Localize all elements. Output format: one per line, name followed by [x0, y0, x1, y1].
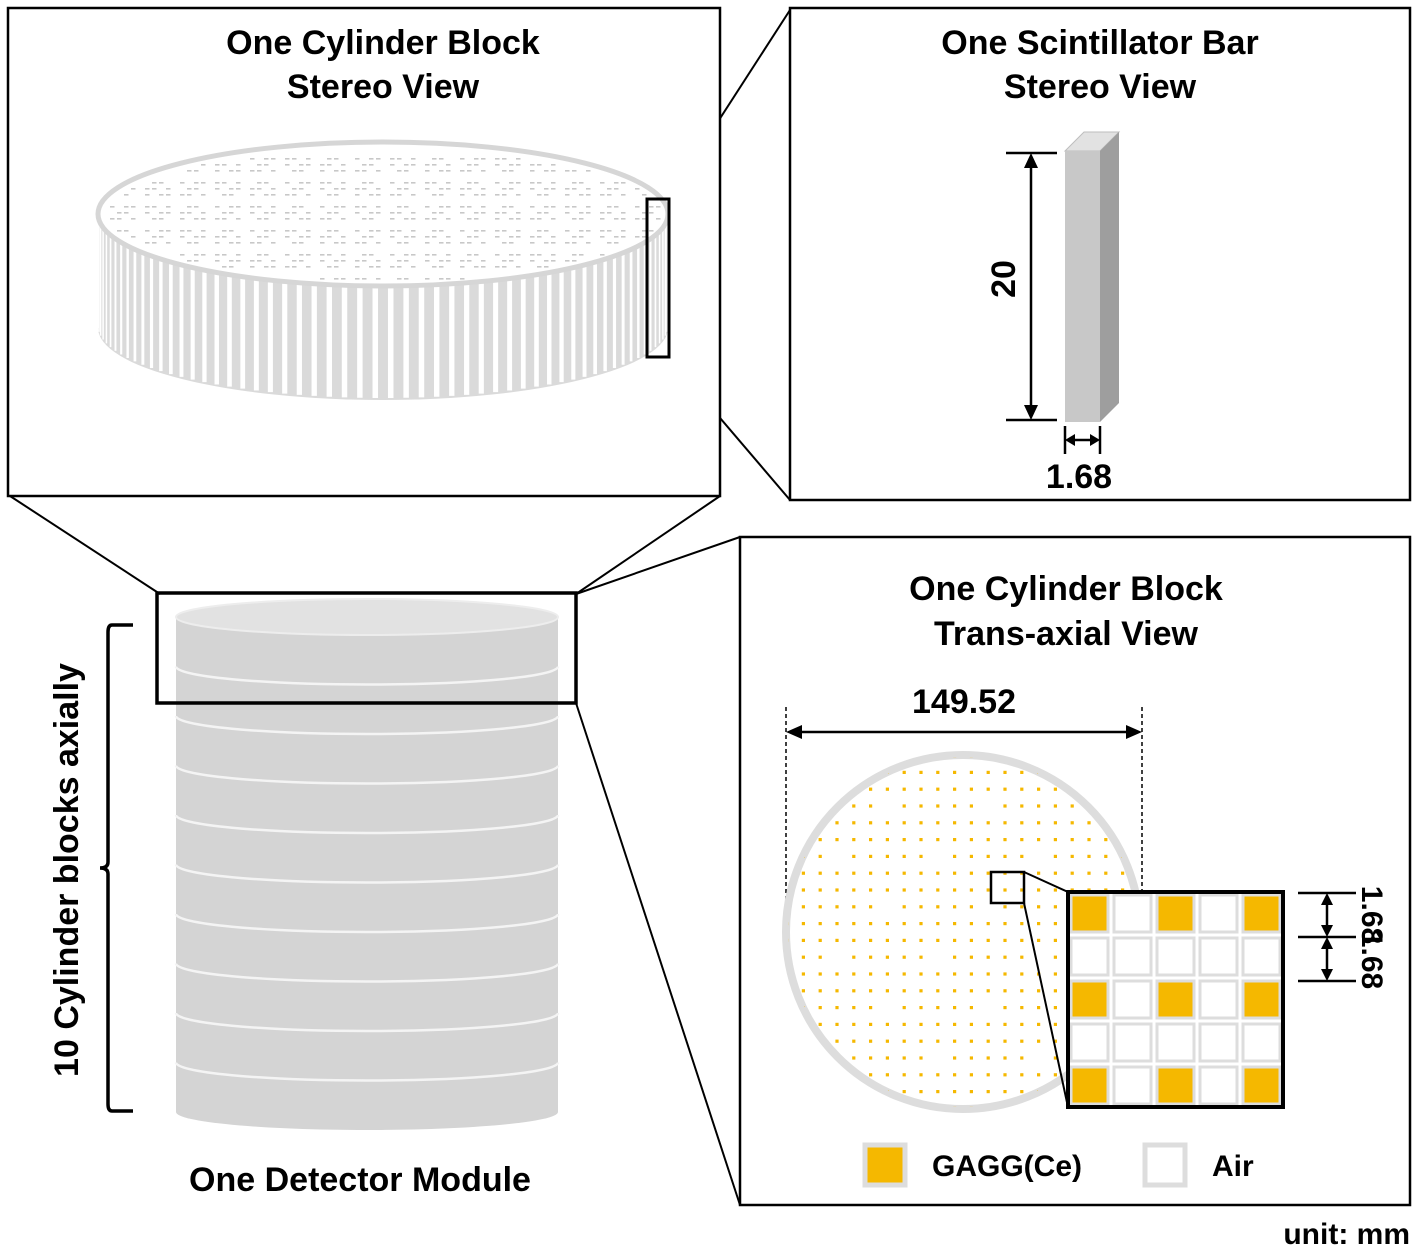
legend-air-label: Air	[1212, 1150, 1254, 1183]
unit-label: unit: mm	[1283, 1218, 1410, 1251]
bar-height-label: 20	[985, 260, 1023, 298]
legend-gagg-label: GAGG(Ce)	[932, 1150, 1082, 1183]
legend: GAGG(Ce) Air	[862, 1142, 1254, 1188]
trans-axial-disk	[782, 751, 1144, 1113]
pitch-label-2: 1.68	[1355, 931, 1388, 989]
zoom-source-box	[989, 870, 1026, 905]
cylinder-block-3d	[95, 139, 671, 400]
detector-module: 10 Cylinder blocks axially One Detector …	[48, 591, 578, 1199]
axial-label: 10 Cylinder blocks axially	[48, 663, 86, 1077]
scintillator-bar	[1063, 131, 1121, 422]
trans-axial-title-2: Trans-axial View	[934, 615, 1199, 653]
cylinder-stereo-title-1: One Cylinder Block	[226, 24, 540, 62]
cylinder-stereo-panel: One Cylinder Block Stereo View	[6, 6, 722, 498]
zoom-inset	[1066, 890, 1285, 1109]
bar-stereo-title-1: One Scintillator Bar	[941, 24, 1258, 62]
legend-air-swatch	[1142, 1142, 1188, 1188]
bar-stereo-title-2: Stereo View	[1004, 68, 1197, 106]
trans-axial-title-1: One Cylinder Block	[909, 570, 1223, 608]
cylinder-stereo-title-2: Stereo View	[287, 68, 480, 106]
bar-highlight-box	[645, 197, 671, 359]
pitch-label-1: 1.68	[1355, 886, 1388, 944]
diameter-label: 149.52	[912, 683, 1016, 721]
legend-gagg-swatch	[862, 1142, 908, 1188]
bar-stereo-panel: One Scintillator Bar Stereo View 20 1.68	[788, 6, 1412, 502]
block-highlight-box	[155, 591, 578, 705]
detector-cylinder-stack	[174, 598, 560, 1130]
detector-caption: One Detector Module	[189, 1161, 531, 1199]
bar-front-face	[1065, 151, 1100, 422]
bar-height-dimension	[1006, 151, 1057, 422]
bar-side-face	[1100, 132, 1119, 422]
bar-width-label: 1.68	[1046, 458, 1112, 496]
axial-brace	[99, 623, 133, 1113]
diameter-dimension	[785, 707, 1143, 948]
trans-axial-panel: One Cylinder Block Trans-axial View 149.…	[738, 535, 1412, 1207]
